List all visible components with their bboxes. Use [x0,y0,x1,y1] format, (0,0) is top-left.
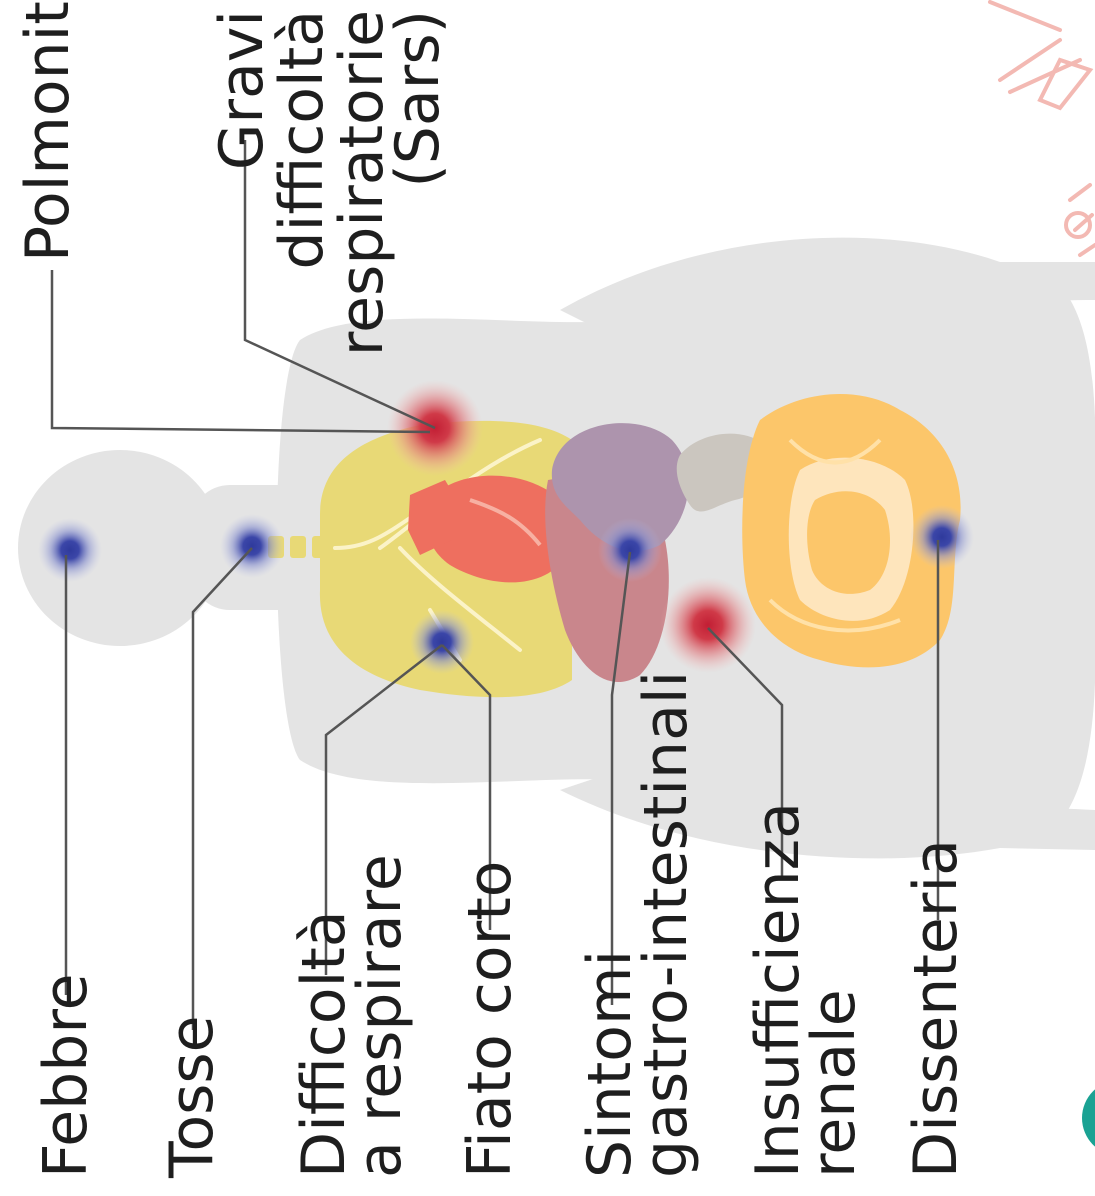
label-febbre: Febbre [31,973,101,1178]
label-polmonite: Polmonite [13,0,83,262]
marker-gastro [598,518,662,582]
label-fiato-corto: Fiato corto [455,861,525,1179]
label-difficolta-2: a respirare [345,854,415,1178]
marker-insufficienza [660,577,756,673]
virus-sketch-icon [990,2,1095,255]
marker-tosse [220,514,284,578]
label-dissenteria: Dissenteria [901,839,971,1178]
teal-accent-circle [1082,1080,1095,1156]
marker-respiro [410,610,474,674]
marker-febbre [38,518,102,582]
label-gravi-4: (Sars) [383,10,453,188]
label-tosse: Tosse [157,1015,227,1179]
marker-dissenteria [910,505,974,569]
label-sintomi-2: gastro-intestinali [631,671,701,1178]
label-insufficienza-2: renale [799,989,869,1178]
